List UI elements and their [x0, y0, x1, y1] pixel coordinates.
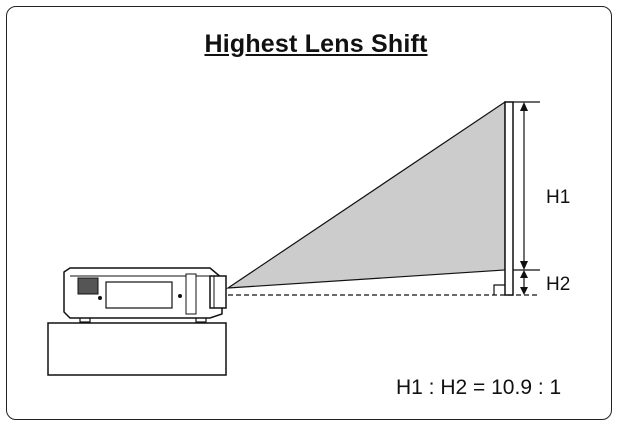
projection-screen	[504, 101, 514, 296]
h2-dimension-arrow	[520, 270, 528, 295]
projection-beam	[225, 100, 506, 289]
table	[47, 322, 227, 376]
right-angle-marker	[493, 284, 505, 295]
h1-dimension-arrow	[520, 102, 528, 270]
h1-label: H1	[546, 187, 570, 208]
h2-label: H2	[546, 274, 570, 295]
diagram-title: Highest Lens Shift	[204, 30, 428, 58]
projector	[63, 267, 227, 323]
ratio-text: H1 : H2 = 10.9 : 1	[396, 376, 562, 399]
